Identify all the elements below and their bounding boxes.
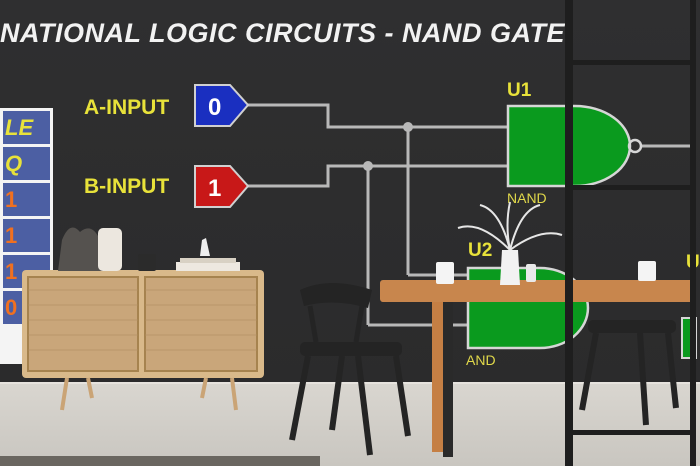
dining-chair-right <box>579 320 679 426</box>
small-figurine <box>200 238 210 256</box>
sideboard <box>22 270 264 411</box>
truth-table-value: 1 <box>3 183 50 216</box>
input-b-value: 1 <box>208 175 221 202</box>
u1-label: U1 <box>507 80 532 101</box>
dining-table <box>380 0 696 466</box>
sculpture-vase <box>58 227 104 271</box>
book-stack <box>176 262 240 271</box>
cane-texture <box>28 289 257 351</box>
b-input-label: B-INPUT <box>84 175 170 198</box>
input-b-box <box>194 165 250 208</box>
mural-title: NATIONAL LOGIC CIRCUITS - NAND GATE <box>0 18 565 48</box>
truth-table-value: 1 <box>3 219 50 252</box>
truth-table-column-q: Q <box>3 147 50 180</box>
truth-table-header: LE <box>3 111 50 144</box>
rug <box>0 456 320 466</box>
and-label: AND <box>466 352 496 368</box>
nand-label: NAND <box>507 190 547 206</box>
input-a-value: 0 <box>208 94 221 121</box>
dining-chair-left <box>289 283 411 456</box>
wire-junction <box>363 161 373 171</box>
book-top <box>180 258 236 263</box>
u2-label: U2 <box>468 240 493 261</box>
white-vase <box>500 250 520 285</box>
white-cup-left <box>436 262 454 284</box>
white-jug <box>98 228 122 271</box>
white-cup-right <box>638 261 656 281</box>
a-input-label: A-INPUT <box>84 96 170 119</box>
input-a-box <box>194 84 250 127</box>
salt-shaker <box>526 264 536 282</box>
wire-junction <box>403 122 413 132</box>
fern-plant <box>457 201 563 251</box>
dark-candle <box>138 254 156 271</box>
